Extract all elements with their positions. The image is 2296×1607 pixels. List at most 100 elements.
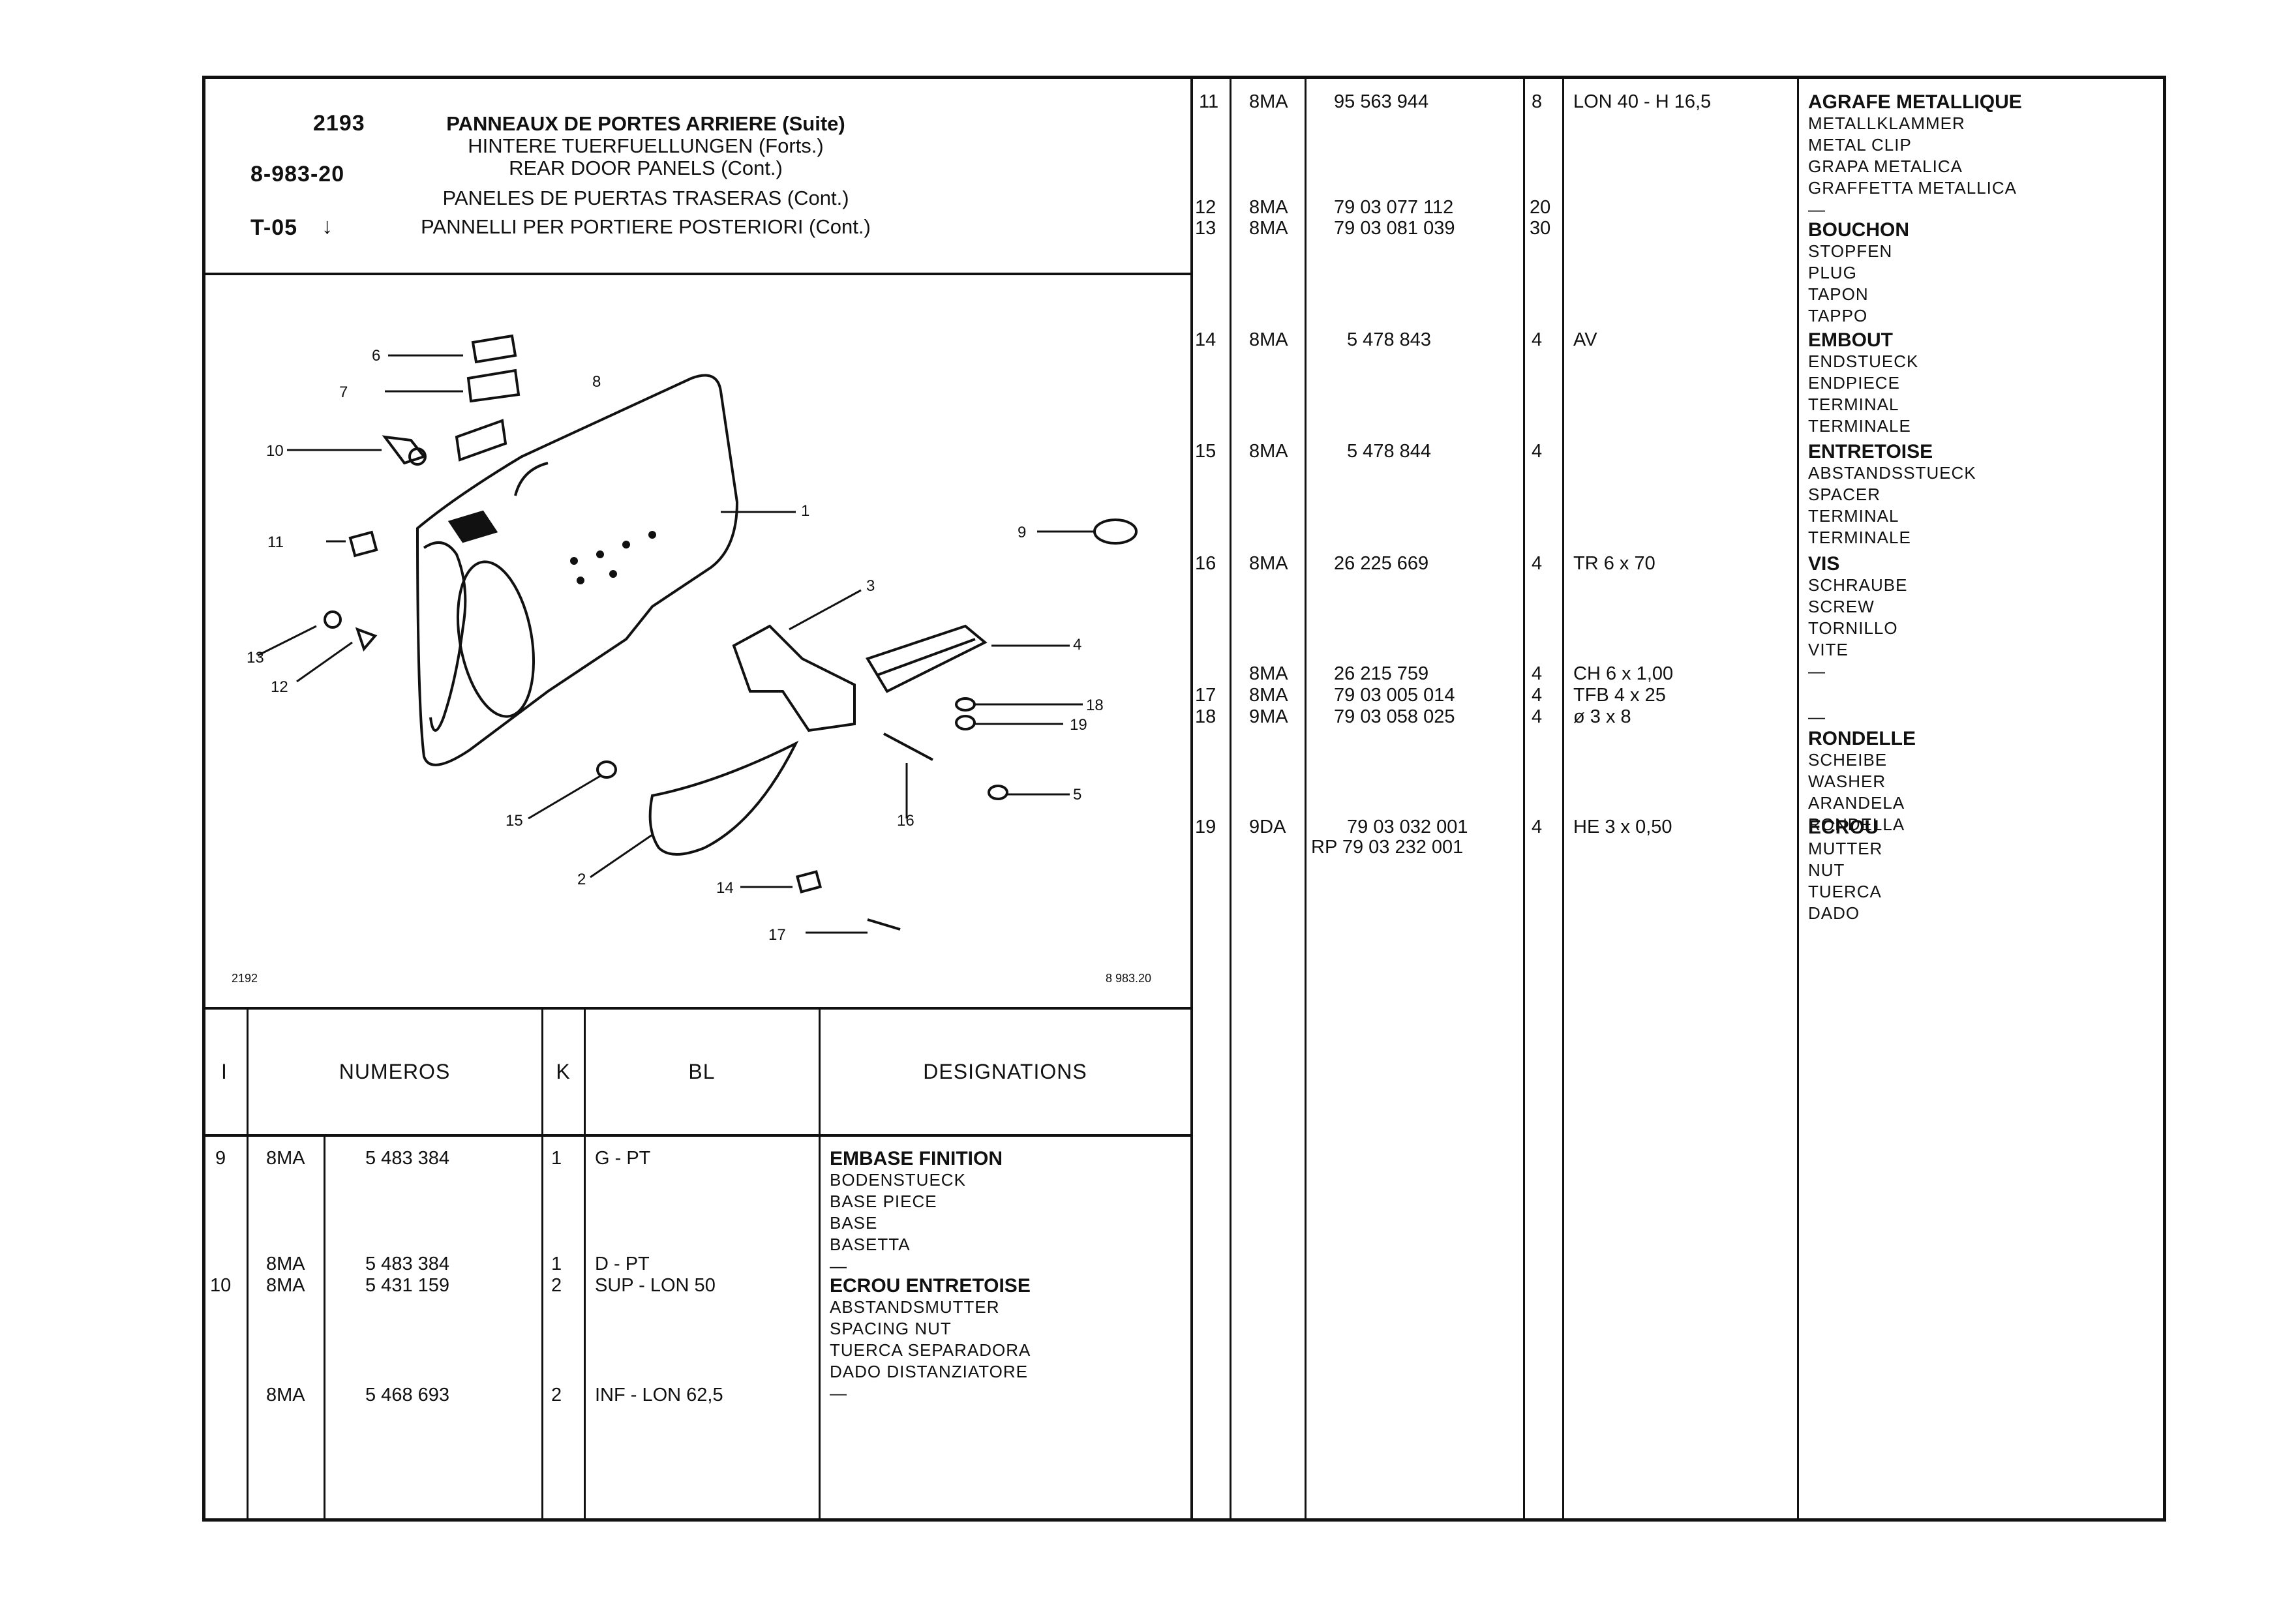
row-qty: 2: [551, 1275, 562, 1296]
row-number: 79 03 005 014: [1334, 685, 1455, 706]
callout-11: 11: [267, 533, 284, 551]
row-code: 8MA: [266, 1275, 305, 1296]
designation-main: BOUCHON: [1808, 219, 1909, 241]
row-number: 79 03 058 025: [1334, 706, 1455, 727]
designation-de: SCHEIBE: [1808, 750, 1888, 770]
row-code: 8MA: [266, 1148, 305, 1169]
designation-en: METAL CLIP: [1808, 135, 1912, 155]
callout-2: 2: [577, 871, 586, 888]
col-header-designations: DESIGNATIONS: [923, 1060, 1087, 1083]
row-index: 16: [1195, 553, 1216, 574]
callout-12: 12: [271, 678, 288, 696]
diagram-code-right: 8 983.20: [1106, 972, 1152, 985]
col-line-1: [247, 1007, 249, 1522]
row-qty: 4: [1532, 817, 1543, 837]
row-index: 11: [1199, 91, 1219, 112]
row-index: 10: [210, 1275, 232, 1296]
designation-es: TAPON: [1808, 284, 1869, 304]
designation-main: RONDELLE: [1808, 728, 1916, 749]
row-note: G - PT: [595, 1148, 651, 1169]
row-note: INF - LON 62,5: [595, 1385, 723, 1405]
row-qty: 4: [1532, 329, 1543, 350]
rcol-line-4: [1562, 76, 1564, 1522]
designation-en: WASHER: [1808, 772, 1886, 791]
designation-it: VITE: [1808, 640, 1849, 659]
callout-19: 19: [1070, 716, 1087, 734]
row-qty: 4: [1532, 441, 1543, 462]
row-designation: ENTRETOISE ABSTANDSSTUECK SPACER TERMINA…: [1808, 441, 1976, 548]
row-code: 8MA: [1249, 685, 1288, 706]
row-note: SUP - LON 50: [595, 1275, 716, 1296]
frame-top: [202, 76, 2166, 79]
callout-4: 4: [1073, 636, 1082, 653]
designation-de: METALLKLAMMER: [1808, 113, 1965, 133]
designation-it: GRAFFETTA METALLICA: [1808, 178, 2017, 198]
callout-15: 15: [506, 812, 523, 830]
row-qty: 4: [1532, 685, 1543, 706]
col-line-4: [584, 1007, 586, 1522]
row-note: HE 3 x 0,50: [1573, 817, 1672, 837]
row-code: 8MA: [1249, 197, 1288, 218]
designation-dash: —: [1808, 707, 1826, 727]
rcol-line-2: [1305, 76, 1307, 1522]
title-en: REAR DOOR PANELS (Cont.): [509, 157, 783, 179]
row-designation: ECROU ENTRETOISE ABSTANDSMUTTER SPACING …: [830, 1275, 1031, 1404]
row-number: 95 563 944: [1334, 91, 1429, 112]
row-qty: 1: [551, 1254, 562, 1274]
designation-es: GRAPA METALICA: [1808, 157, 1963, 176]
row-number: 5 483 384: [365, 1254, 450, 1274]
row-code: 8MA: [1249, 329, 1288, 350]
designation-it: DADO: [1808, 903, 1860, 923]
row-code: 8MA: [1249, 553, 1288, 574]
rcol-line-5: [1797, 76, 1799, 1522]
row-number: 79 03 032 001: [1347, 817, 1468, 837]
designation-it: DADO DISTANZIATORE: [830, 1362, 1029, 1381]
row-index: 14: [1195, 329, 1216, 350]
designation-es: TERMINAL: [1808, 395, 1899, 414]
rcol-line-1: [1230, 76, 1231, 1522]
row-designation: — RONDELLE SCHEIBE WASHER ARANDELA RONDE…: [1808, 706, 1916, 835]
row-number: 79 03 081 039: [1334, 218, 1455, 239]
row-code: 8MA: [1249, 441, 1288, 462]
page-number: 2193: [313, 111, 365, 136]
callout-14: 14: [716, 879, 734, 897]
designation-en: SPACER: [1808, 485, 1881, 504]
callout-6: 6: [372, 347, 381, 365]
callout-10: 10: [266, 442, 284, 460]
col-line-2: [324, 1134, 325, 1522]
designation-es: TUERCA SEPARADORA: [830, 1340, 1031, 1360]
callout-9: 9: [1018, 524, 1027, 541]
designation-main: VIS: [1808, 553, 1840, 575]
callout-7: 7: [339, 383, 348, 401]
designation-it: TAPPO: [1808, 306, 1868, 325]
diagram-code-left: 2192: [232, 972, 258, 985]
designation-it: RONDELLA: [1808, 815, 1905, 834]
title-it: PANNELLI PER PORTIERE POSTERIORI (Cont.): [421, 215, 871, 238]
row-number-alt: RP 79 03 232 001: [1311, 837, 1464, 858]
row-note: TFB 4 x 25: [1573, 685, 1666, 706]
designation-es: ARANDELA: [1808, 793, 1905, 813]
designation-main: ENTRETOISE: [1808, 441, 1933, 462]
row-number: 26 225 669: [1334, 553, 1429, 574]
designation-es: TERMINAL: [1808, 506, 1899, 526]
row-number: 5 478 843: [1347, 329, 1432, 350]
designation-de: ENDSTUECK: [1808, 352, 1919, 371]
title-fr: PANNEAUX DE PORTES ARRIERE (Suite): [446, 112, 845, 135]
table-head-top: [202, 1007, 1193, 1010]
callout-17: 17: [768, 926, 786, 944]
callout-18: 18: [1086, 697, 1104, 714]
row-designation: AGRAFE METALLIQUE METALLKLAMMER METAL CL…: [1808, 91, 2022, 220]
frame-left: [202, 76, 205, 1522]
designation-en: PLUG: [1808, 263, 1857, 282]
designation-es: TUERCA: [1808, 882, 1882, 901]
designation-dash: —: [830, 1256, 847, 1276]
col-header-k: K: [556, 1060, 571, 1083]
row-note: LON 40 - H 16,5: [1573, 91, 1712, 112]
designation-en: BASE PIECE: [830, 1192, 937, 1211]
designation-it: TERMINALE: [1808, 416, 1911, 436]
callout-13: 13: [247, 649, 264, 667]
row-index: 17: [1195, 685, 1216, 706]
frame-right: [2163, 76, 2166, 1522]
title-es: PANELES DE PUERTAS TRASERAS (Cont.): [442, 187, 849, 209]
